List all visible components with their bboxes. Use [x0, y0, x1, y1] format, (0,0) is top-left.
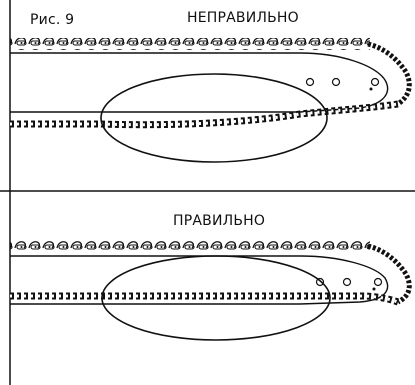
highlight-ellipse [100, 73, 328, 163]
panel-title-correct: ПРАВИЛЬНО [173, 213, 266, 229]
rivet-hole [373, 277, 383, 287]
panel-incorrect-drawing [10, 38, 412, 163]
highlight-ellipse [101, 255, 331, 341]
nose-sprocket-dot [369, 87, 373, 91]
rivet-hole [342, 277, 352, 287]
chain-top-run [10, 240, 370, 252]
panel-correct-drawing [10, 240, 412, 341]
chain-nose [367, 41, 412, 107]
guide-bar [10, 52, 389, 113]
nose-sprocket-dot [372, 287, 376, 291]
chain-bottom-run-sagging [10, 100, 399, 129]
chain-top-run [10, 38, 370, 50]
rivet-hole [315, 277, 325, 287]
chain-nose [367, 243, 412, 305]
rivet-hole [370, 77, 380, 87]
guide-bar [10, 255, 389, 305]
rivet-hole [305, 77, 315, 87]
rivet-hole [331, 77, 341, 87]
figure-label: Рис. 9 [30, 12, 75, 28]
panel-title-incorrect: НЕПРАВИЛЬНО [187, 10, 299, 26]
